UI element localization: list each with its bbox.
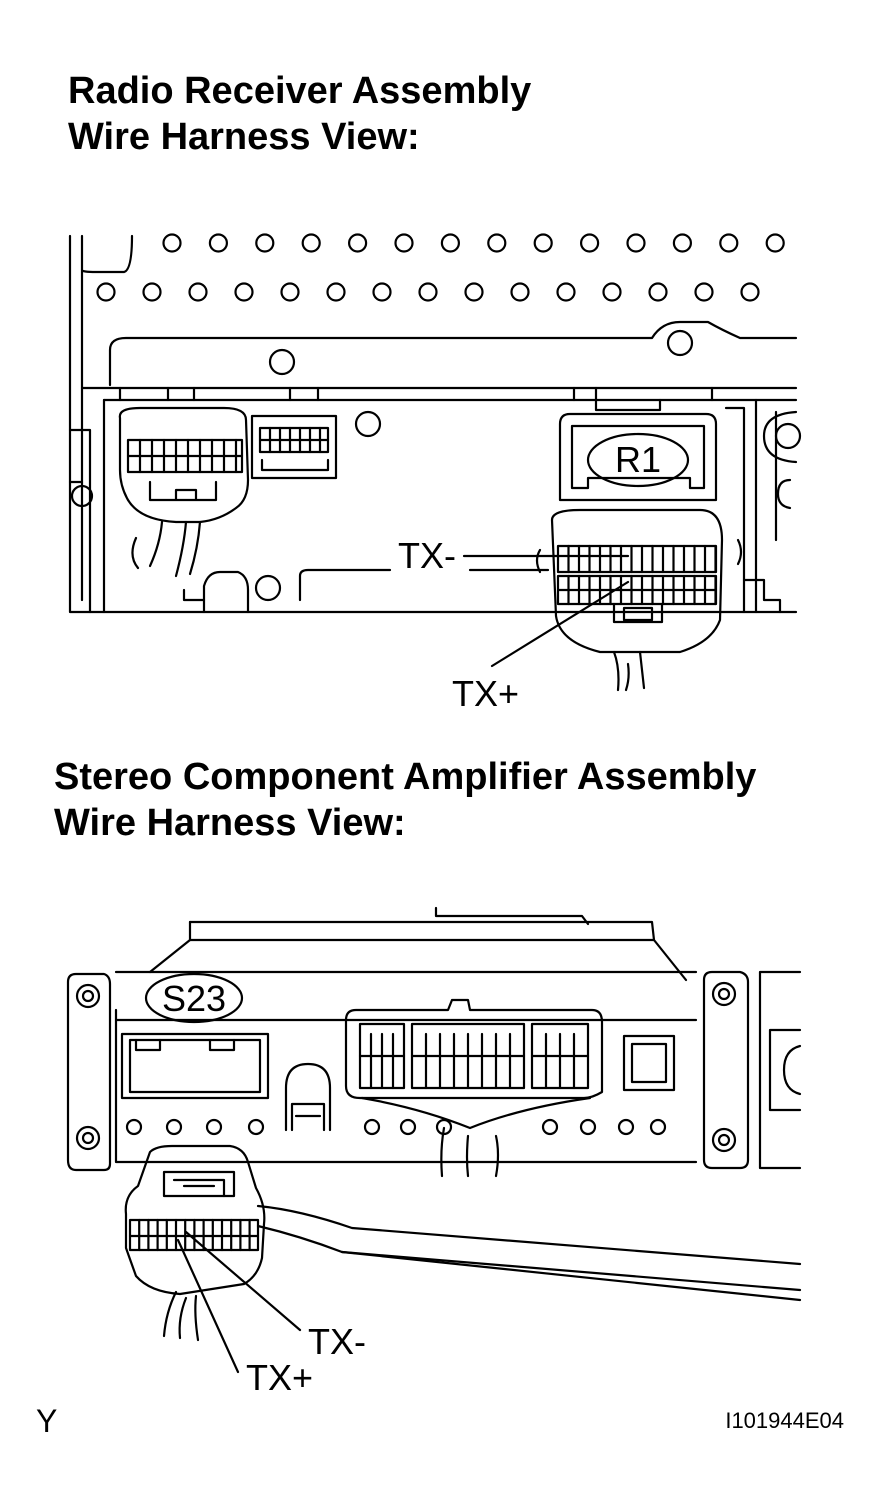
center-pin-grid	[358, 1032, 590, 1090]
s23-tx-minus-leader	[184, 1230, 302, 1332]
vent-hole	[579, 233, 600, 253]
vent-hole	[719, 233, 739, 253]
vent-hole	[418, 282, 438, 302]
vent-hole	[648, 282, 668, 302]
vent-hole	[533, 233, 553, 253]
r1-id-ellipse	[586, 432, 690, 488]
vent-hole	[234, 282, 254, 302]
vent-hole	[326, 282, 346, 302]
s23-id-ellipse	[144, 972, 244, 1024]
chassis-hole	[649, 1118, 667, 1136]
amplifier-subtitle: Wire Harness View:	[54, 802, 406, 844]
vent-hole	[556, 282, 576, 302]
vent-hole	[510, 282, 530, 302]
r1-connector-label: R1	[615, 439, 661, 480]
vent-hole	[301, 233, 321, 253]
vent-hole	[280, 282, 300, 302]
vent-hole	[142, 282, 162, 302]
vent-holes-row-2	[96, 282, 760, 302]
vent-hole	[464, 282, 484, 302]
r1-tx-plus-leader	[490, 580, 630, 668]
chassis-hole	[579, 1118, 597, 1136]
s23-pin-grid	[138, 1218, 251, 1252]
s23-tx-plus-label: TX+	[246, 1357, 313, 1398]
vent-hole	[694, 282, 714, 302]
chassis-hole	[247, 1118, 265, 1136]
vent-hole	[348, 233, 368, 253]
radio-receiver-drawing	[68, 233, 802, 692]
chassis-hole	[125, 1118, 143, 1136]
vent-hole	[255, 233, 275, 253]
vent-hole	[440, 233, 460, 253]
amplifier-heading: Stereo Component Amplifier Assembly Wire…	[54, 754, 756, 846]
vent-hole	[487, 233, 507, 253]
chassis-hole	[617, 1118, 635, 1136]
s23-tx-plus-leader	[176, 1238, 240, 1374]
chassis-hole	[363, 1118, 381, 1136]
chassis-hole	[165, 1118, 183, 1136]
r1-tx-plus-label: TX+	[452, 673, 519, 714]
amplifier-holes	[125, 1118, 667, 1136]
s23-connector-label: S23	[162, 978, 226, 1019]
vent-hole	[162, 233, 182, 253]
vent-hole	[765, 233, 785, 253]
chassis-hole	[435, 1118, 453, 1136]
vent-hole	[394, 233, 414, 253]
radio-receiver-heading: Radio Receiver Assembly Wire Harness Vie…	[68, 68, 531, 160]
chassis-hole	[541, 1118, 559, 1136]
r1-tx-minus-label: TX-	[398, 535, 456, 576]
corner-letter: Y	[36, 1403, 57, 1439]
vent-hole	[602, 282, 622, 302]
vent-hole	[188, 282, 208, 302]
vent-hole	[208, 233, 228, 253]
chassis-hole	[205, 1118, 223, 1136]
s23-tx-minus-label: TX-	[308, 1321, 366, 1362]
chassis-hole	[399, 1118, 417, 1136]
vent-hole	[626, 233, 646, 253]
vent-hole	[96, 282, 116, 302]
r1-pin-grid	[556, 544, 718, 606]
radio-receiver-title: Radio Receiver Assembly	[68, 70, 532, 112]
vent-holes-row-1	[162, 233, 785, 253]
figure-code: I101944E04	[725, 1408, 844, 1433]
vent-hole	[672, 233, 693, 253]
vent-hole	[372, 282, 392, 302]
amplifier-title: Stereo Component Amplifier Assembly	[54, 756, 757, 798]
amplifier-drawing	[66, 906, 802, 1374]
vent-hole	[740, 282, 760, 302]
radio-receiver-subtitle: Wire Harness View:	[68, 116, 420, 158]
